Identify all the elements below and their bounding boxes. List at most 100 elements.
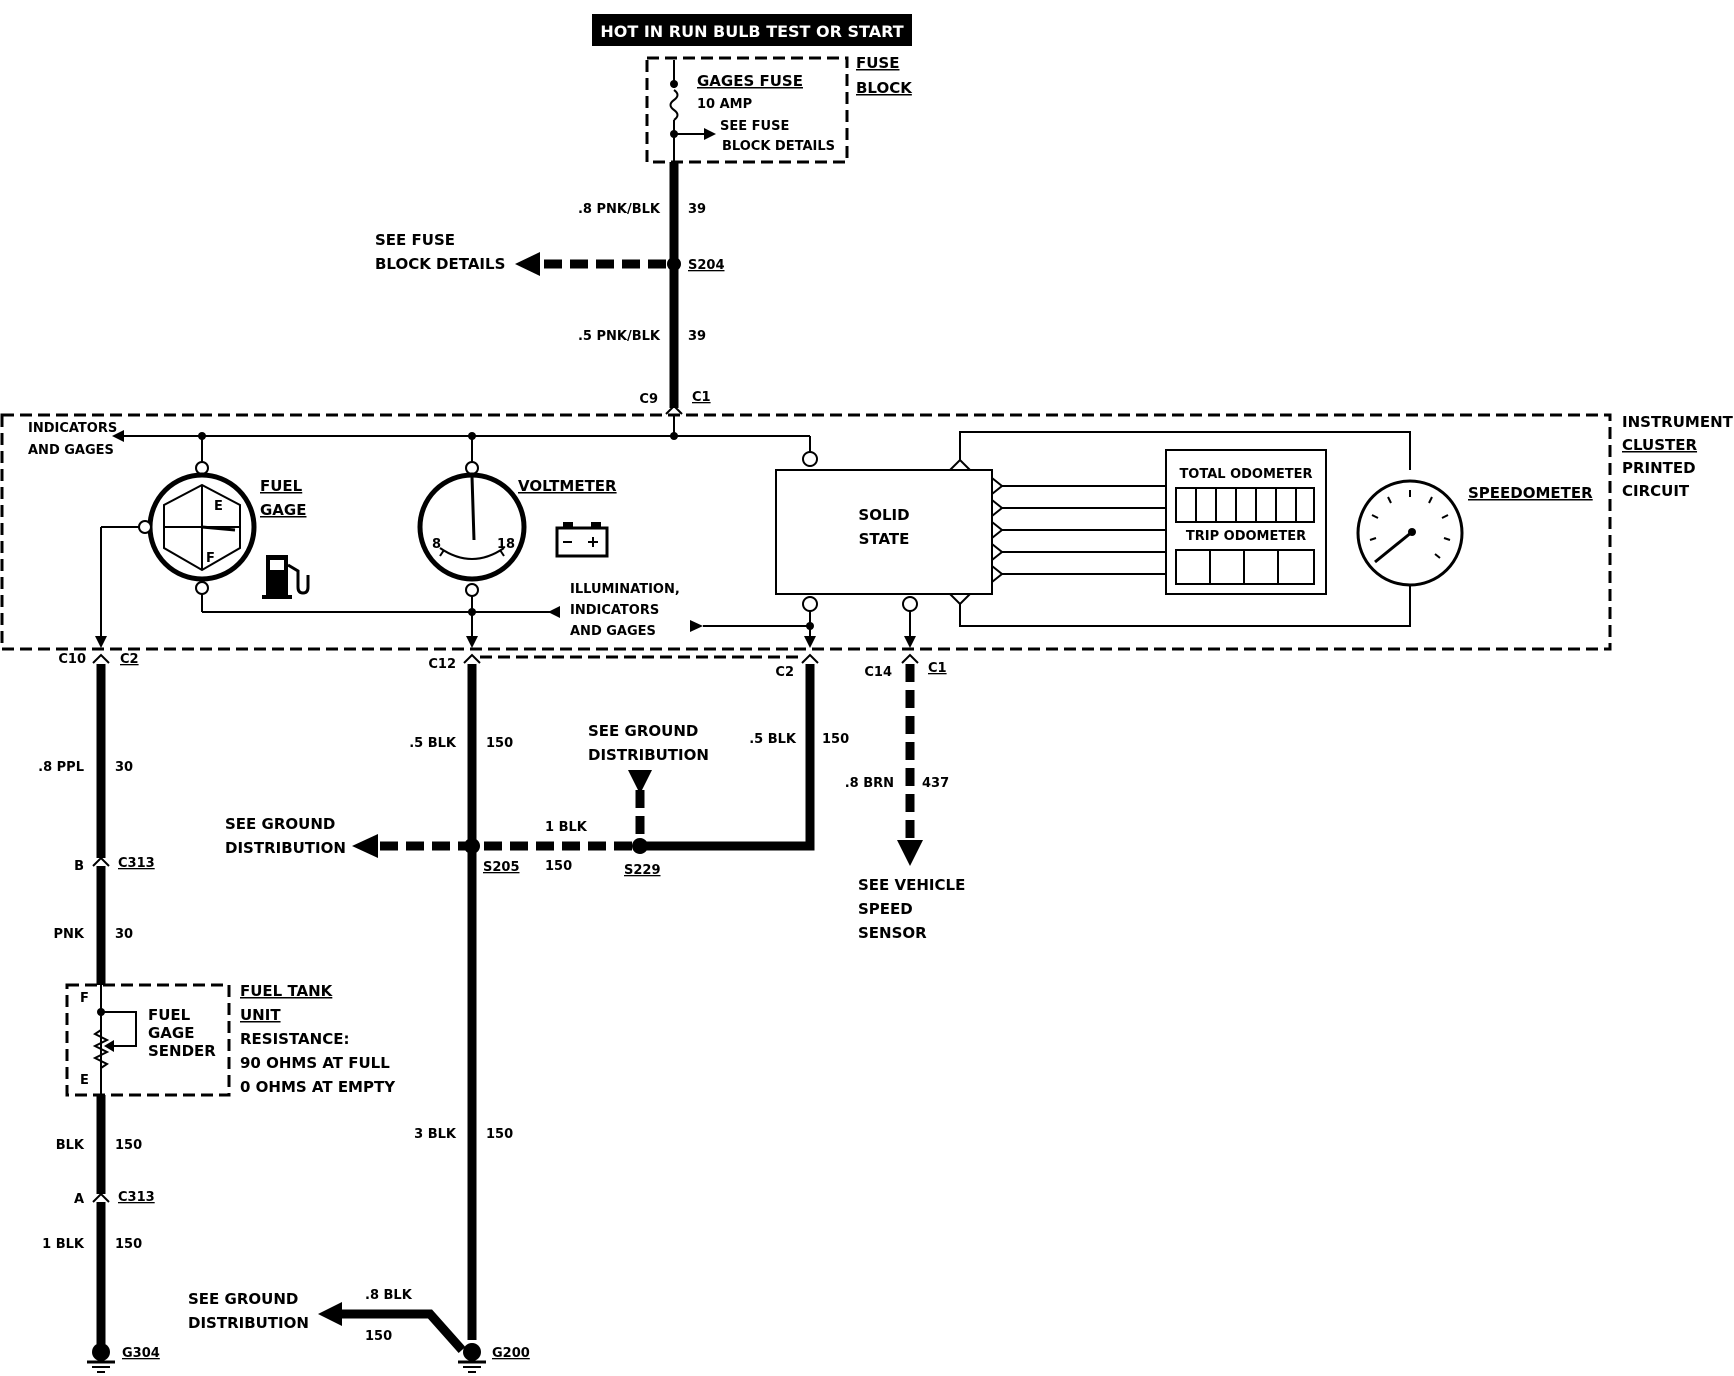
battery-icon: [555, 522, 609, 558]
indicators-line2: AND GAGES: [28, 443, 114, 458]
sender-label-line1: FUEL: [148, 1006, 191, 1024]
power-source-label: HOT IN RUN BULB TEST OR START: [600, 22, 903, 41]
splice-s229-label: S229: [624, 863, 661, 878]
wire-circuit-label: 39: [688, 329, 706, 344]
fuel-gage: E F FUEL GAGE: [95, 436, 555, 648]
fuel-tank-res-full: 90 OHMS AT FULL: [240, 1054, 390, 1072]
illumination-line3: AND GAGES: [570, 624, 656, 639]
voltmeter-label: VOLTMETER: [518, 477, 617, 495]
arrow-down-icon: [628, 770, 652, 794]
fuel-circuit: .8 PPL 30 B C313 PNK 30 F E FUEL GAGE SE…: [38, 664, 396, 1373]
solid-state-line2: STATE: [859, 530, 910, 548]
vss-circuit: .8 BRN 437 SEE VEHICLE SPEED SENSOR: [845, 664, 965, 942]
wire-gauge-label: .8 PNK/BLK: [578, 202, 661, 217]
arrow-right-icon: [690, 620, 703, 632]
total-odometer-display: [1175, 487, 1315, 523]
connector-c1-top: C1: [692, 390, 711, 405]
wire-gauge-label: 1 BLK: [42, 1237, 85, 1252]
fuel-tank-title-line1: FUEL TANK: [240, 982, 334, 1000]
arrow-left-icon: [112, 430, 124, 442]
arrow-left-icon: [548, 606, 560, 618]
indicators-line1: INDICATORS: [28, 421, 117, 436]
power-source-banner: HOT IN RUN BULB TEST OR START: [592, 14, 912, 46]
ground-circuit-c2: .5 BLK 150: [640, 664, 849, 851]
fuel-sender-pin-f: F: [80, 991, 89, 1006]
wire-gauge-label: .8 BRN: [845, 776, 894, 791]
instrument-cluster: INSTRUMENT CLUSTER PRINTED CIRCUIT INDIC…: [0, 413, 1734, 651]
solid-state-line1: SOLID: [858, 506, 909, 524]
fuel-pump-icon: [262, 555, 310, 599]
fuse-name: GAGES FUSE: [697, 72, 803, 90]
circuit-39: .8 PNK/BLK 39 S204 SEE FUSE BLOCK DETAIL…: [375, 162, 725, 415]
voltmeter-min: 8: [432, 537, 441, 552]
gd-top-line1: SEE GROUND: [588, 722, 698, 740]
cluster-connectors: C10 C2 C12 C2 C14 C1: [58, 652, 946, 680]
fuse-details-line2: BLOCK DETAILS: [722, 139, 835, 154]
speedometer: SPEEDOMETER: [1356, 479, 1593, 587]
ground-g200-label: G200: [492, 1346, 530, 1361]
fuel-tank-resistance: RESISTANCE:: [240, 1030, 349, 1048]
wire-gauge-label: .8 PPL: [38, 760, 84, 775]
wire-circuit-label: 437: [922, 776, 949, 791]
speedometer-label: SPEEDOMETER: [1468, 484, 1593, 502]
c313-a-pin: A: [74, 1192, 84, 1207]
cluster-title-line2: CLUSTER: [1622, 436, 1697, 454]
arrow-left-icon: [515, 252, 540, 276]
connector-c2-right: C2: [775, 665, 794, 680]
gd-left-line1: SEE GROUND: [225, 815, 335, 833]
sender-label-line3: SENDER: [148, 1042, 216, 1060]
connector-c14: C14: [864, 665, 892, 680]
fuel-gage-f: F: [206, 551, 215, 566]
wire-circuit-label: 30: [115, 927, 133, 942]
connector-c9: C9: [639, 392, 658, 407]
wire-circuit-label: 150: [486, 736, 513, 751]
see-fuse-line2: BLOCK DETAILS: [375, 255, 505, 273]
wire-gauge-label: 1 BLK: [545, 820, 588, 835]
vss-line1: SEE VEHICLE: [858, 876, 965, 894]
odometer-module: TOTAL ODOMETER TRIP ODOMETER: [1165, 449, 1327, 595]
fuel-tank-res-empty: 0 OHMS AT EMPTY: [240, 1078, 396, 1096]
arrow-down-icon: [897, 840, 923, 866]
ground-g304-label: G304: [122, 1346, 160, 1361]
wire-circuit-label: 150: [115, 1237, 142, 1252]
splice-s205-label: S205: [483, 860, 520, 875]
c313-a-label: C313: [118, 1190, 155, 1205]
wire-circuit-label: 150: [365, 1329, 392, 1344]
wire-gauge-label: .8 BLK: [365, 1288, 413, 1303]
wire-gauge-label: PNK: [54, 927, 85, 942]
fuel-sender-pin-e: E: [80, 1073, 89, 1088]
connector-c2-left: C2: [120, 652, 139, 667]
fuse-block-title-line2: BLOCK: [856, 79, 913, 97]
connector-c10: C10: [58, 652, 86, 667]
fuel-gage-label-line1: FUEL: [260, 477, 303, 495]
arrow-right-icon: [318, 1302, 342, 1326]
wire-gauge-label: .5 BLK: [749, 732, 797, 747]
fuel-tank-unit: F E FUEL GAGE SENDER FUEL TANK UNIT RESI…: [65, 982, 396, 1097]
wire-circuit-label: 30: [115, 760, 133, 775]
illumination-line1: ILLUMINATION,: [570, 582, 680, 597]
illumination-line2: INDICATORS: [570, 603, 659, 618]
wire-gauge-label: 3 BLK: [414, 1127, 457, 1142]
connector-c1-right: C1: [928, 661, 947, 676]
ground-g304-icon: [87, 1343, 115, 1373]
solid-state-module: SOLID STATE: [775, 431, 1411, 648]
fuse-block: FUSE BLOCK GAGES FUSE 10 AMP SEE FUSE BL…: [645, 54, 913, 165]
fuel-gage-e: E: [214, 499, 223, 514]
voltmeter: 8 18 VOLTMETER: [417, 436, 617, 648]
gd-left-line2: DISTRIBUTION: [225, 839, 346, 857]
vss-line2: SPEED: [858, 900, 913, 918]
trip-odometer-label: TRIP ODOMETER: [1186, 529, 1306, 544]
trip-odometer-display: [1175, 549, 1315, 585]
gd-top-line2: DISTRIBUTION: [588, 746, 709, 764]
cluster-title-line3: PRINTED: [1622, 459, 1696, 477]
wire-gauge-label: BLK: [56, 1138, 85, 1153]
fuel-gage-label-line2: GAGE: [260, 501, 306, 519]
splice-dot: [667, 257, 681, 271]
wire-circuit-label: 150: [822, 732, 849, 747]
wire-circuit-label: 39: [688, 202, 706, 217]
ground-g200-icon: [458, 1343, 486, 1373]
total-odometer-label: TOTAL ODOMETER: [1179, 467, 1312, 482]
voltmeter-max: 18: [497, 537, 515, 552]
arrow-right-icon: [704, 128, 716, 140]
